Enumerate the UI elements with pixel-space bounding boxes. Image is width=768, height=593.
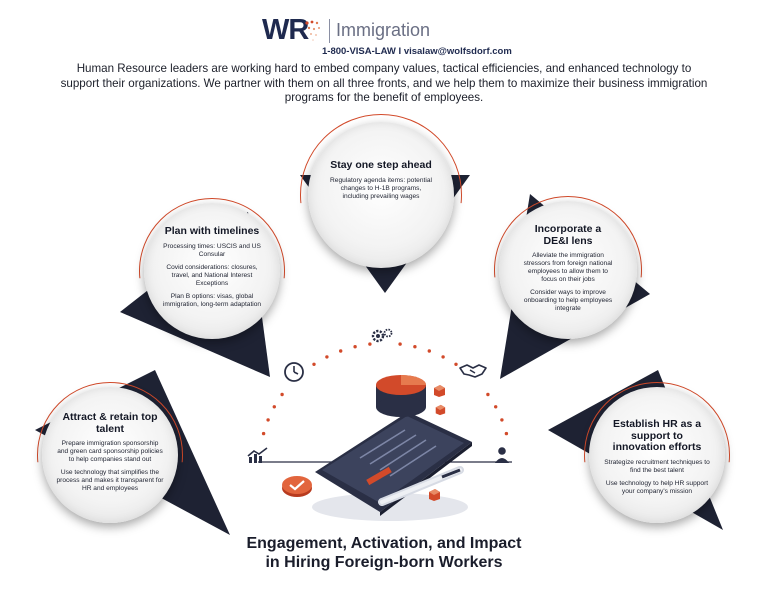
pie-chart-icon <box>376 375 426 417</box>
box-icon-3 <box>429 489 440 501</box>
logo-mark: WR <box>262 14 309 46</box>
logo-dots-icon <box>305 20 320 41</box>
stay-ahead-title: Stay one step ahead <box>330 159 432 171</box>
pen-icon <box>378 466 464 506</box>
circle-stay-ahead: Stay one step ahead Regulatory agenda it… <box>308 122 454 268</box>
arc-dot <box>427 349 431 353</box>
arc-dot <box>368 342 372 346</box>
handshake-icon <box>459 364 487 378</box>
box-icon-2 <box>435 404 446 416</box>
arc-dot <box>504 431 509 436</box>
circle-attract: Attract & retain top talent Prepare immi… <box>42 387 178 523</box>
plan-title: Plan with timelines <box>164 225 260 237</box>
arc-dot <box>339 349 343 353</box>
arc-dot <box>413 345 417 349</box>
dei-title: Incorporate a DE&I lens <box>534 223 602 247</box>
attract-title: Attract & retain top talent <box>62 411 158 435</box>
attract-text-2: Use technology that simplifies the proce… <box>56 469 164 492</box>
arc-dot <box>486 392 490 397</box>
arc-dot <box>261 431 266 436</box>
arc-dot <box>454 362 458 366</box>
arc-dot <box>494 405 498 409</box>
intro-paragraph: Human Resource leaders are working hard … <box>60 62 708 104</box>
box-icon-1 <box>434 385 445 397</box>
arc-dot <box>272 405 276 409</box>
arc-dot <box>312 362 316 366</box>
arc-dot <box>353 345 357 349</box>
arc-dot <box>266 418 270 422</box>
clock-icon <box>284 362 304 382</box>
dei-text-2: Consider ways to improve onboarding to h… <box>523 289 613 312</box>
circle-dei: Incorporate a DE&I lens Alleviate the im… <box>499 201 637 339</box>
person-icon <box>495 447 509 463</box>
arc-dot <box>325 355 329 359</box>
arc-dot <box>280 392 284 397</box>
smartphone-icon <box>312 412 472 521</box>
plan-text-3: Plan B options: visas, global immigratio… <box>162 292 262 308</box>
contact-line: 1-800-VISA-LAW I visalaw@wolfsdorf.com <box>322 46 512 57</box>
arc-dot <box>398 342 402 346</box>
innovation-text-2: Use technology to help HR support your c… <box>605 479 709 495</box>
circle-innovation: Establish HR as a support to innovation … <box>589 387 725 523</box>
innovation-text-1: Strategize recruitment techniques to fin… <box>604 458 710 474</box>
circle-plan: Plan with timelines Processing times: US… <box>144 203 280 339</box>
attract-text-1: Prepare immigration sponsorship and gree… <box>57 440 163 463</box>
plan-text-2: Covid considerations: closures, travel, … <box>166 263 258 287</box>
innovation-title: Establish HR as a support to innovation … <box>612 418 702 453</box>
plan-text-1: Processing times: USCIS and US Consular <box>163 242 261 258</box>
arc-dot <box>500 418 504 422</box>
stay-ahead-text: Regulatory agenda items: potential chang… <box>330 176 432 200</box>
logo-divider <box>329 19 330 43</box>
checkmark-badge-icon <box>282 476 312 497</box>
gear-icon <box>371 328 393 343</box>
arc-dot <box>441 355 445 359</box>
wr-immigration-logo: WR Immigration 1-800-VISA-LAW I visalaw@… <box>262 14 512 58</box>
growth-chart-icon <box>247 447 268 463</box>
dei-text-1: Alleviate the immigration stressors from… <box>523 252 613 283</box>
logo-name: Immigration <box>336 20 431 40</box>
